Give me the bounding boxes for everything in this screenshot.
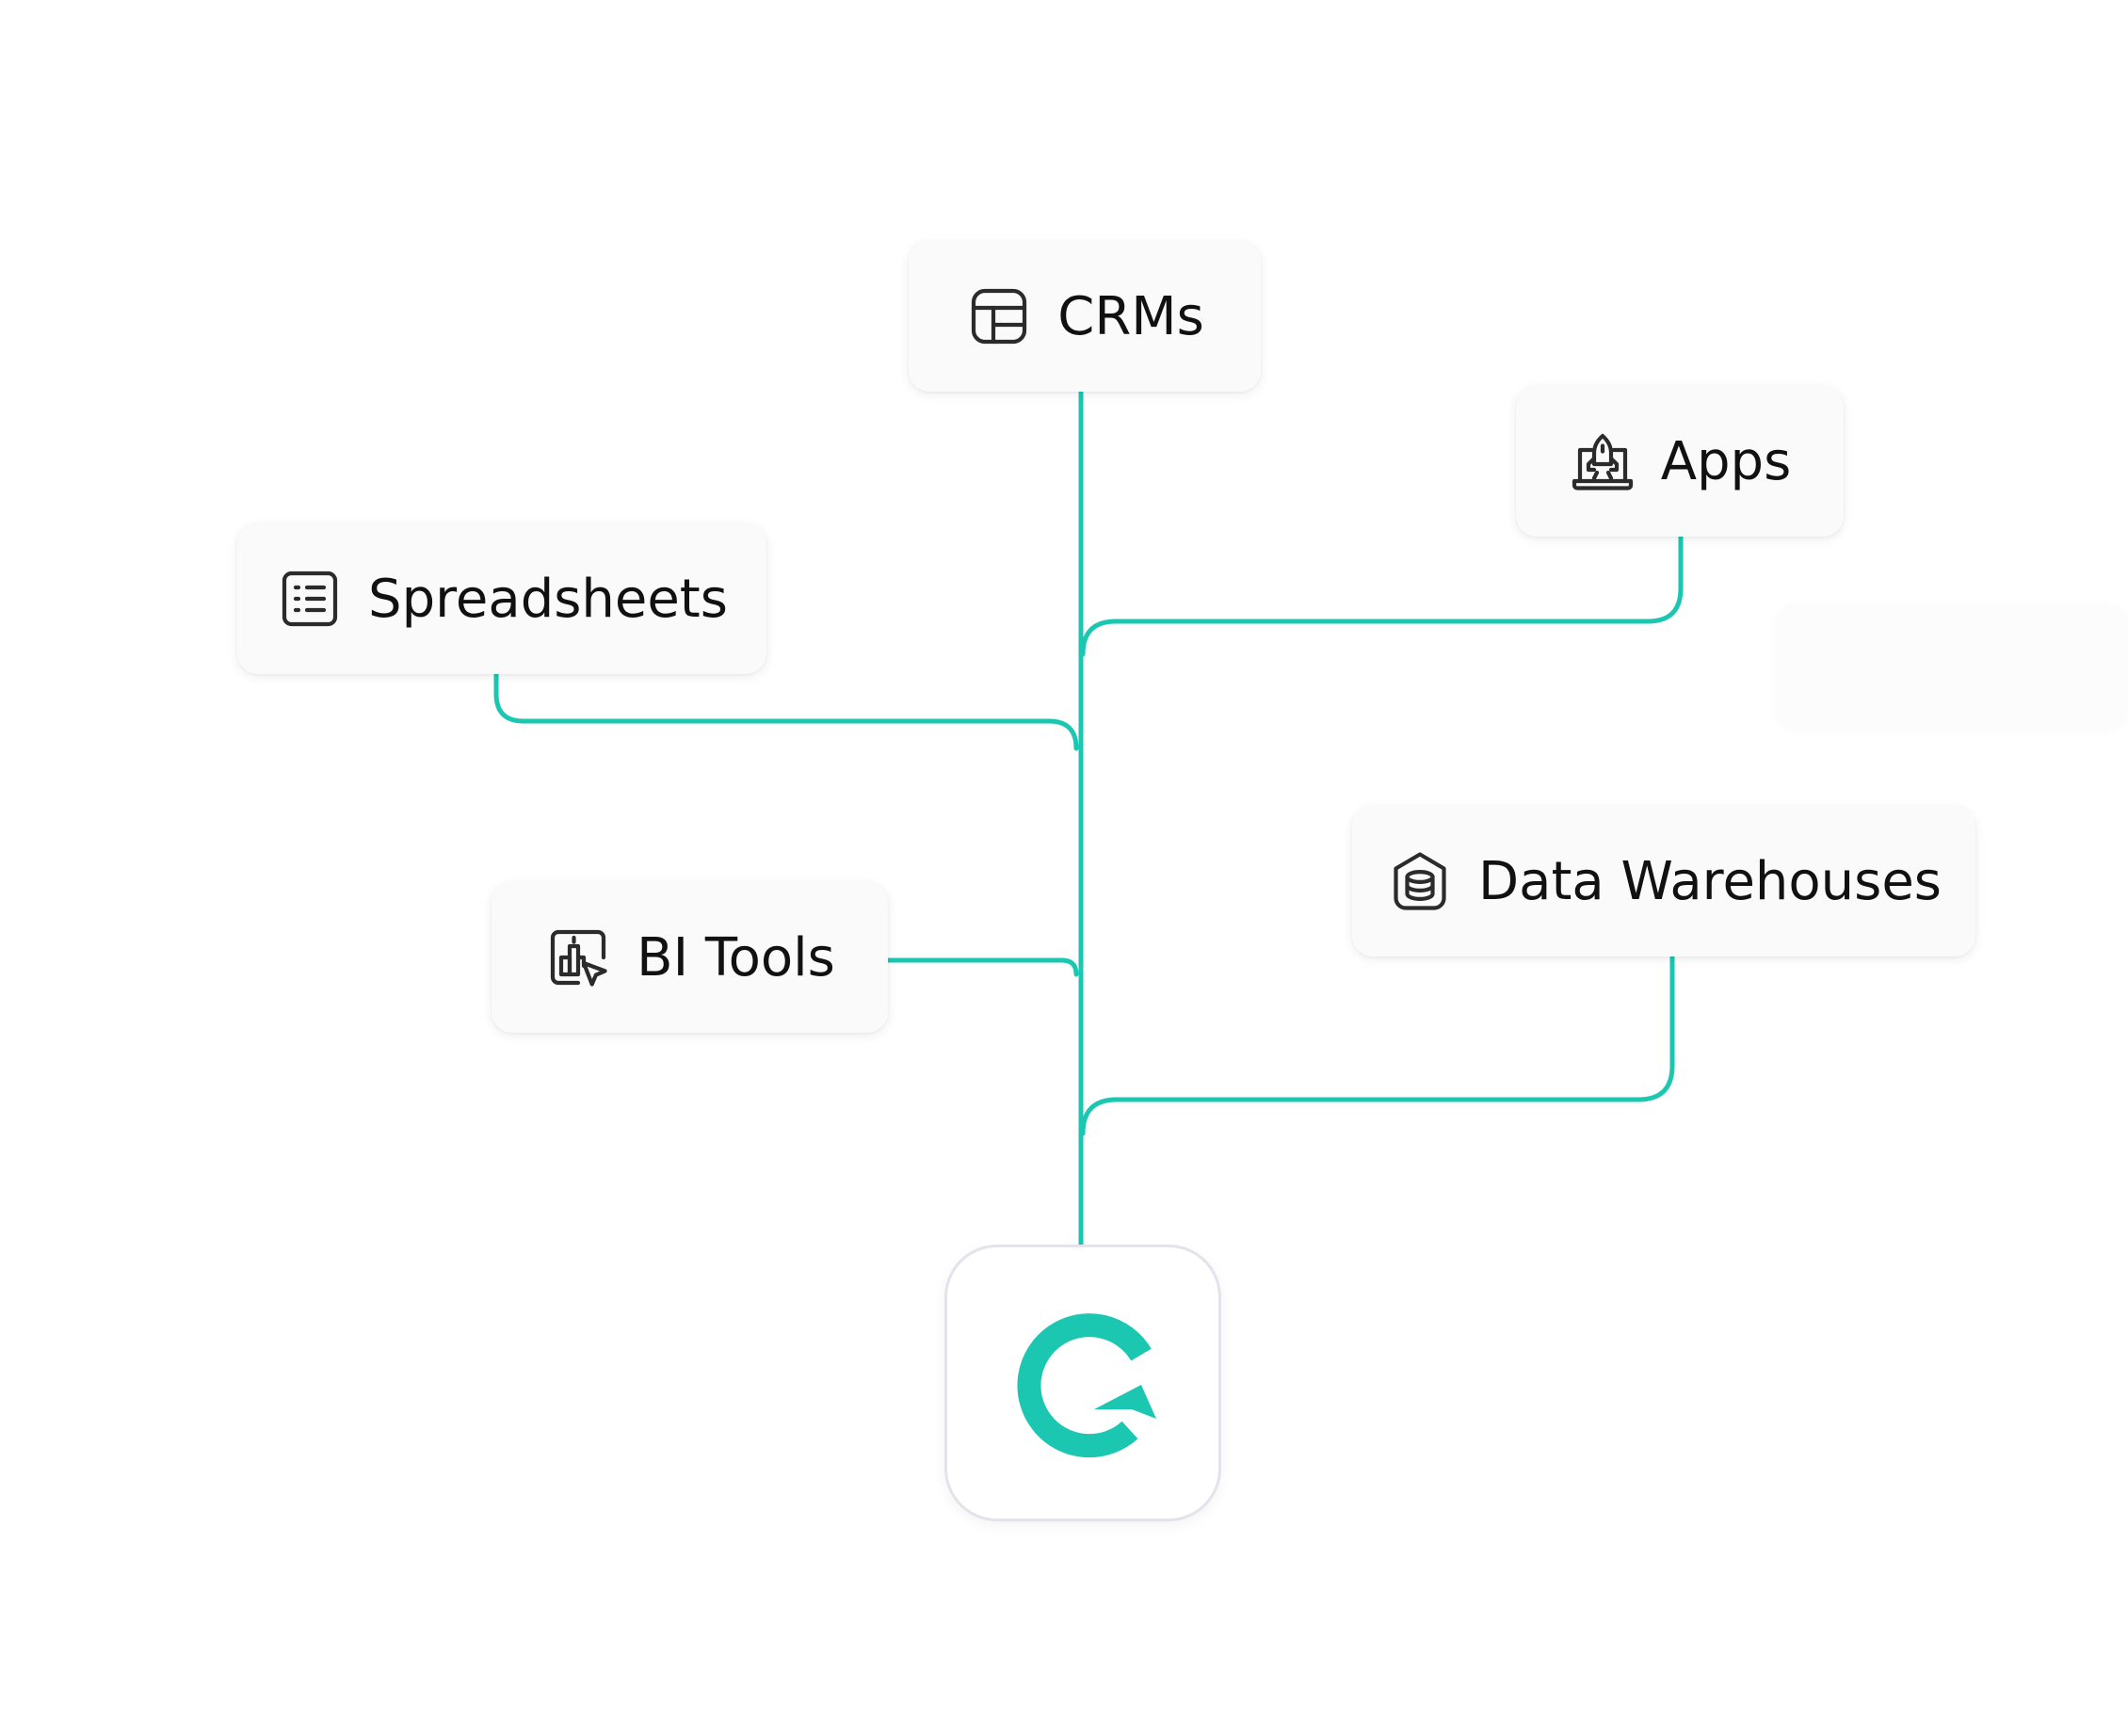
connector-apps xyxy=(1080,534,1684,657)
list-document-icon xyxy=(276,565,344,633)
table-layout-icon xyxy=(965,282,1033,350)
node-label: Spreadsheets xyxy=(368,568,728,630)
circular-arrow-logo-icon xyxy=(1017,1313,1156,1458)
node-data-warehouses[interactable]: Data Warehouses xyxy=(1352,806,1975,956)
connector-spreadsheets xyxy=(493,671,1079,751)
node-bi-tools[interactable]: BI Tools xyxy=(492,882,888,1033)
node-spreadsheets[interactable]: Spreadsheets xyxy=(237,523,766,674)
node-label: CRMs xyxy=(1057,285,1204,347)
warehouse-database-icon xyxy=(1386,847,1454,915)
node-label: BI Tools xyxy=(637,926,835,989)
hub-logo-tile[interactable] xyxy=(944,1245,1221,1521)
rocket-laptop-icon xyxy=(1569,427,1636,495)
connector-bi-tools xyxy=(885,957,1079,977)
node-crms[interactable]: CRMs xyxy=(909,241,1261,392)
connector-data-warehouses xyxy=(1080,954,1675,1136)
node-label: Apps xyxy=(1660,430,1792,492)
node-label: Data Warehouses xyxy=(1478,850,1942,912)
faded-placeholder-card xyxy=(1775,603,2128,730)
node-apps[interactable]: Apps xyxy=(1516,386,1844,537)
chart-cursor-icon xyxy=(544,924,612,991)
